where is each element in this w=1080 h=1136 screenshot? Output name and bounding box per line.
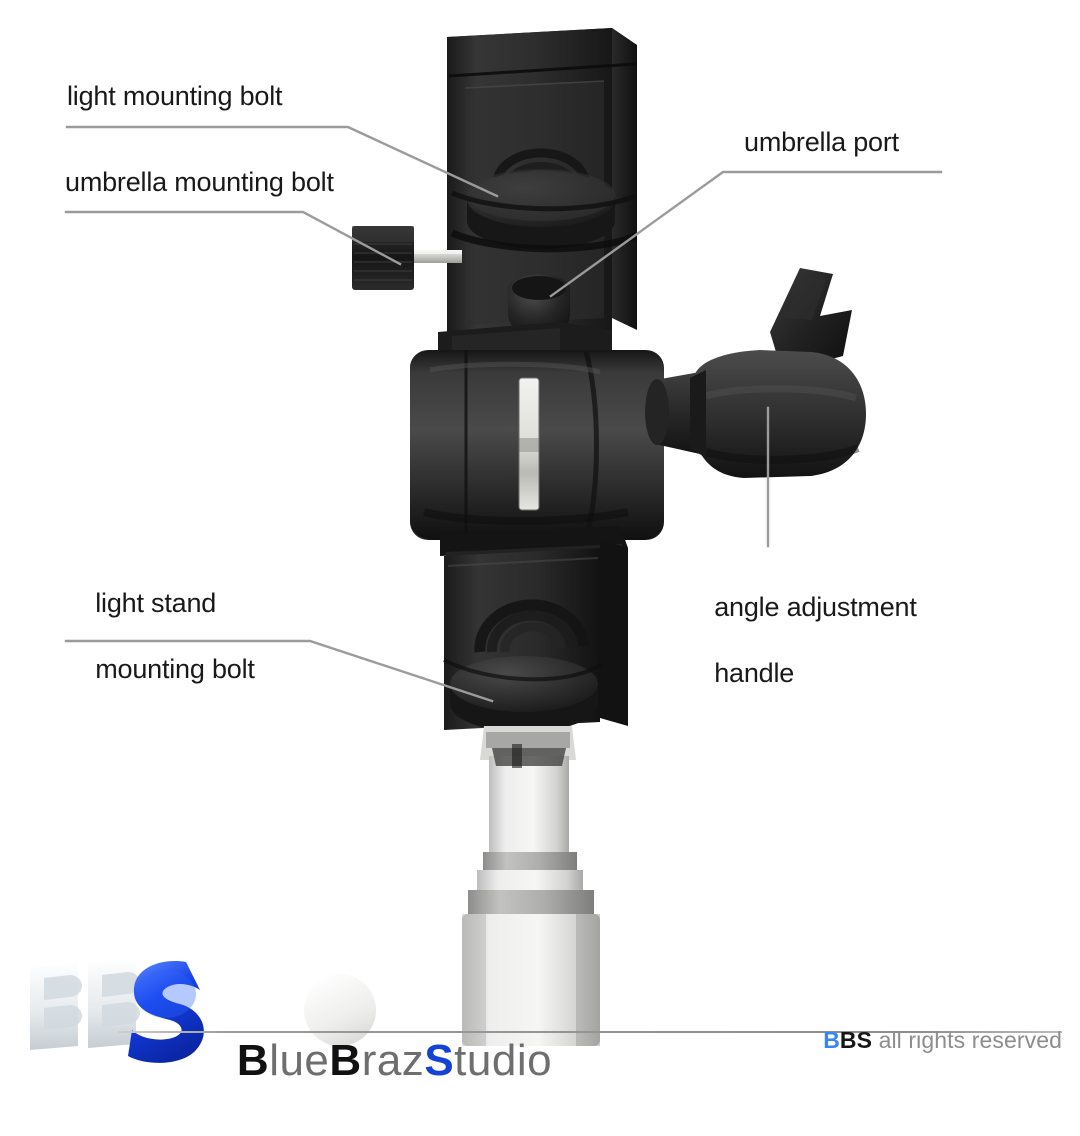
callout-label-umbrella-port: umbrella port bbox=[744, 127, 899, 157]
callout-label-light-mounting-bolt: light mounting bolt bbox=[67, 81, 283, 111]
brand-seg-0: B bbox=[236, 1036, 270, 1085]
light-stand-line-1: light stand bbox=[95, 588, 217, 618]
callout-label-light-stand-mounting-bolt: light stand mounting bolt bbox=[66, 554, 255, 719]
footer-divider bbox=[118, 1031, 1062, 1033]
callout-label-umbrella-mounting-bolt: umbrella mounting bolt bbox=[65, 167, 334, 197]
diagram-canvas: light mounting bolt umbrella mounting bo… bbox=[30, 28, 1062, 1085]
brand-wordmark: BlueBrazStudio bbox=[186, 986, 552, 1136]
copyright-seg-2: all rights reserved bbox=[872, 1027, 1062, 1053]
callout-label-angle-adjustment-handle: angle adjustment handle bbox=[685, 558, 917, 723]
brand-seg-2: B bbox=[329, 1036, 362, 1085]
copyright-seg-1: BS bbox=[839, 1027, 873, 1053]
upper-mount-block bbox=[447, 28, 638, 338]
light-stand-spigot bbox=[462, 726, 600, 1046]
pivot-drum bbox=[410, 322, 664, 540]
leader-umbrella-port bbox=[549, 170, 943, 298]
umbrella-mounting-bolt-part bbox=[352, 226, 462, 290]
angle-handle-line-1: angle adjustment bbox=[714, 592, 917, 622]
copyright-notice: BBS all rights reserved bbox=[797, 1000, 1062, 1081]
leader-umbrella-mounting-bolt bbox=[64, 210, 402, 266]
callout-leader-lines bbox=[64, 125, 943, 703]
brand-seg-3: raz bbox=[361, 1036, 425, 1085]
brand-seg-5: tudio bbox=[454, 1036, 553, 1085]
brand-seg-4: S bbox=[424, 1036, 455, 1085]
bbs-logo-mark bbox=[30, 958, 376, 1063]
light-stand-line-2: mounting bolt bbox=[95, 654, 255, 684]
product-illustration bbox=[30, 28, 866, 1063]
angle-adjustment-handle-part bbox=[645, 268, 866, 478]
leader-light-mounting-bolt bbox=[65, 125, 499, 198]
brand-seg-1: lue bbox=[269, 1036, 330, 1085]
copyright-seg-0: B bbox=[823, 1027, 840, 1053]
lower-mount-block bbox=[440, 526, 628, 732]
angle-handle-line-2: handle bbox=[714, 658, 795, 688]
leader-light-stand-mounting-bolt bbox=[64, 639, 494, 703]
